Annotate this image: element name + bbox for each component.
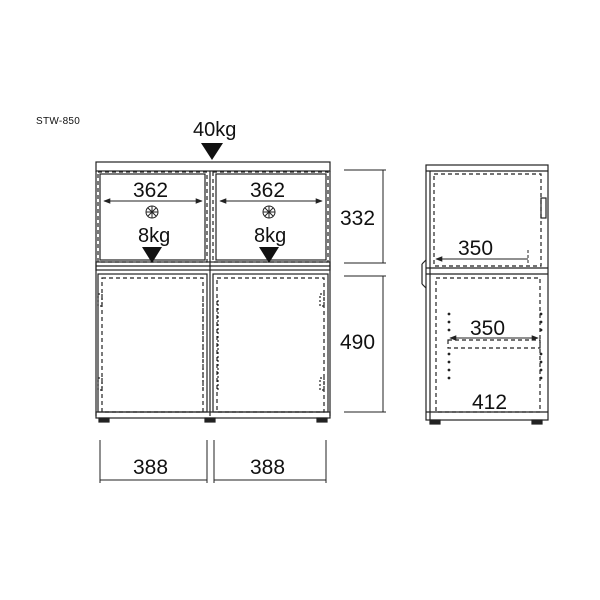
model-name: STW-850	[36, 116, 80, 127]
lower-height-label: 490	[340, 331, 375, 354]
right-door-hinge-top	[319, 293, 325, 307]
shelf-right-load-label: 8kg	[254, 225, 286, 247]
right-door	[212, 273, 329, 413]
width-dimension-lines	[99, 440, 327, 483]
upper-right-shelf-dashed	[212, 171, 329, 263]
shelf-depth-label: 350	[470, 317, 505, 340]
side-foot-front	[429, 419, 441, 425]
side-back-bracket	[540, 197, 547, 219]
asterisk-circle-icon	[145, 205, 159, 219]
shelf-left-load-arrow-icon	[142, 247, 162, 263]
foot-center	[204, 417, 216, 423]
left-door-hinge-bottom	[97, 377, 103, 391]
shelf-right-load-arrow-icon	[259, 247, 279, 263]
shelf-right-width-label: 362	[250, 179, 285, 202]
top-board	[95, 161, 331, 172]
left-door-hinge-top	[97, 293, 103, 307]
height-dimension-lines	[344, 169, 386, 413]
side-outer-frame	[425, 164, 549, 421]
shelf-left-width-label: 362	[133, 179, 168, 202]
top-load-label: 40kg	[193, 119, 236, 141]
top-load-arrow-icon	[201, 143, 223, 160]
upper-height-label: 332	[340, 207, 375, 230]
side-shelf-dashed	[447, 339, 541, 349]
total-depth-label: 412	[472, 391, 507, 414]
foot-right	[316, 417, 328, 423]
top-depth-label: 350	[458, 237, 493, 260]
base-plinth	[95, 411, 331, 419]
side-upper-compartment-dashed	[433, 173, 542, 267]
side-foot-back	[531, 419, 543, 425]
asterisk-circle-icon	[262, 205, 276, 219]
left-door-interior-dashed	[101, 277, 204, 413]
shelf-pin-holes	[447, 312, 543, 380]
shelf-left-load-label: 8kg	[138, 225, 170, 247]
left-door	[97, 273, 208, 413]
right-door-interior-dashed	[216, 277, 325, 413]
right-door-hinge-bottom	[319, 377, 325, 391]
upper-right-cubby	[215, 173, 327, 261]
foot-left	[98, 417, 110, 423]
door-right-width-label: 388	[250, 456, 285, 479]
side-view	[421, 164, 549, 425]
door-left-width-label: 388	[133, 456, 168, 479]
